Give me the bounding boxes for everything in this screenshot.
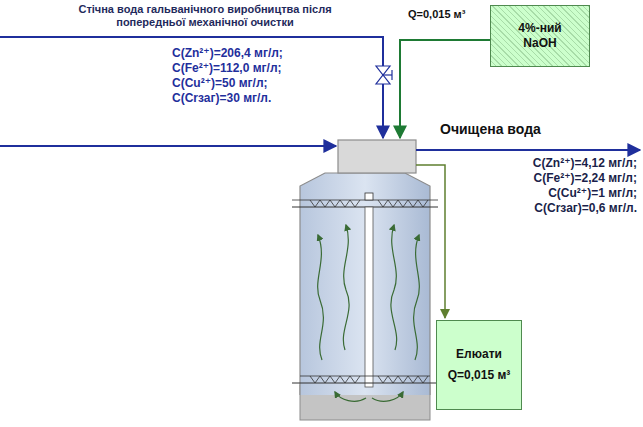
outlet-concentration: C(Cu²⁺)=1 мг/л; [548, 186, 637, 200]
outlet-concentration: C(Crзаг)=0,6 мг/л. [534, 201, 637, 215]
flow-rate: Q=0,015 м³ [408, 8, 465, 21]
inlet-concentration: C(Cu²⁺)=50 мг/л; [172, 76, 268, 90]
outlet-concentration: C(Zn²⁺)=4,12 мг/л; [533, 156, 637, 170]
outlet-pipe [416, 149, 640, 151]
feed-pipe [0, 145, 336, 147]
inflow-title: Стічна вода гальванічного виробництва пі… [45, 3, 365, 29]
eluate-tank: ЕлюатиQ=0,015 м³ [436, 320, 522, 410]
box-text: Елюати [456, 347, 502, 362]
reagent-tank: 4%-ний NaOH [490, 5, 590, 67]
column [292, 140, 438, 420]
inlet-concentration: C(Fe²⁺)=112,0 мг/л; [172, 61, 282, 75]
box-text: 4%-ний NaOH [509, 21, 571, 51]
inlet-pipe [0, 37, 392, 138]
eluate-pipe [416, 165, 445, 318]
outlet-concentration: C(Fe²⁺)=2,24 мг/л; [533, 171, 637, 185]
box-text: Q=0,015 м³ [448, 368, 511, 383]
inlet-concentration: C(Crзаг)=30 мг/л. [172, 91, 271, 105]
outlet-title: Очищена вода [440, 121, 541, 138]
inlet-concentration: C(Zn²⁺)=206,4 мг/л; [172, 46, 283, 60]
